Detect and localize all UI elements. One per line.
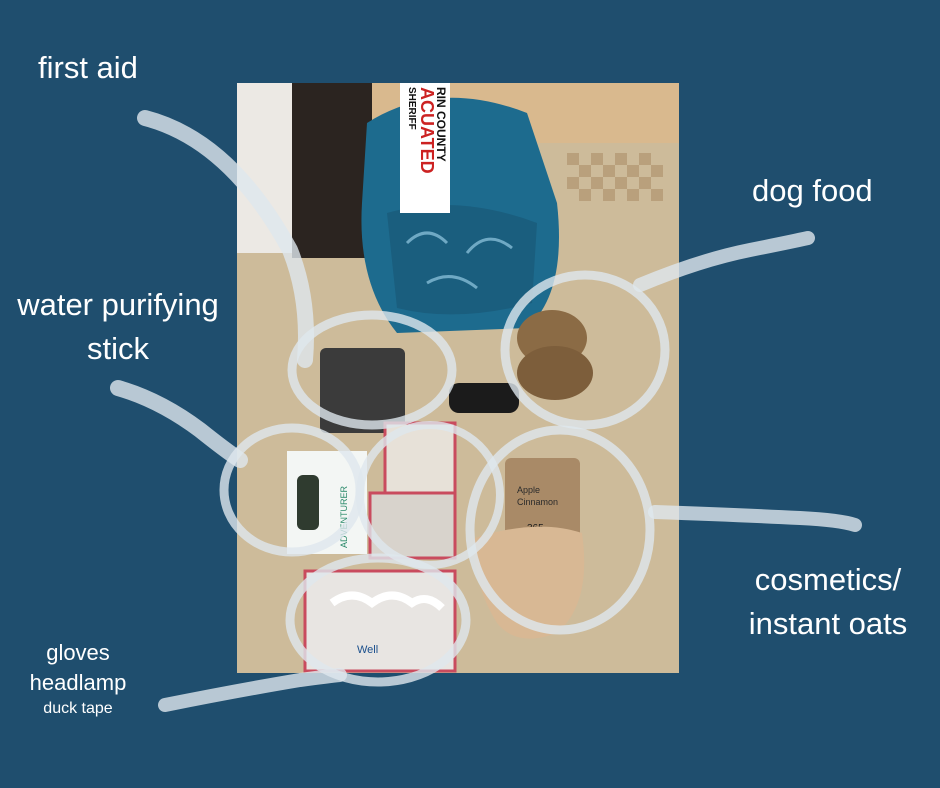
purifier-brand: ADVENTURER <box>339 485 349 548</box>
sign-line2: ACUATED <box>417 87 437 174</box>
gloves-headlamp-tape-label: gloves headlamp duck tape <box>16 638 140 720</box>
rug-checker-pattern <box>567 153 663 201</box>
first-aid-label: first aid <box>38 50 138 85</box>
evacuation-sign <box>400 83 450 213</box>
duck-tape-label: duck tape <box>43 700 113 717</box>
backpack-pattern <box>405 231 513 290</box>
photo-illustration: RIN COUNTY ACUATED SHERIFF ADVENTURER Ap… <box>237 83 679 673</box>
water-purifying-stick-label: water purifying stick <box>0 283 236 371</box>
headlamp-label: headlamp <box>29 670 127 695</box>
emergency-kit-photo: RIN COUNTY ACUATED SHERIFF ADVENTURER Ap… <box>237 83 679 673</box>
sign-text: RIN COUNTY ACUATED SHERIFF <box>406 87 448 174</box>
tape-text: Well <box>357 644 378 656</box>
gloves-pointer-stroke <box>158 668 347 712</box>
water-stick-pointer-stroke <box>110 380 248 468</box>
oats-line2: Cinnamon <box>517 497 558 507</box>
headlamp-case <box>449 383 519 413</box>
sign-line1: RIN COUNTY <box>434 87 448 162</box>
dark-box <box>292 83 372 258</box>
cosmetics-pointer-stroke <box>648 505 862 532</box>
sign-line3: SHERIFF <box>406 87 417 130</box>
cosmetics-oats-label: cosmetics/ instant oats <box>728 558 928 646</box>
water-purifier-device <box>297 475 319 530</box>
backpack-front-pocket <box>387 205 537 315</box>
gloves-ziploc <box>303 569 457 673</box>
medicine-ziploc <box>368 491 457 560</box>
oats-line1: Apple <box>517 485 540 495</box>
first-aid-pouch <box>320 348 405 433</box>
cosmetics-label-line1: cosmetics/ <box>754 562 902 597</box>
water-label-line1: water purifying <box>17 287 219 322</box>
water-label-line2: stick <box>87 331 149 366</box>
first-aid-ziploc <box>383 421 457 495</box>
cosmetics-label-line2: instant oats <box>748 606 908 641</box>
dog-food-bag-2 <box>517 346 593 400</box>
gloves-label: gloves <box>46 640 110 665</box>
dog-food-label: dog food <box>752 173 873 208</box>
